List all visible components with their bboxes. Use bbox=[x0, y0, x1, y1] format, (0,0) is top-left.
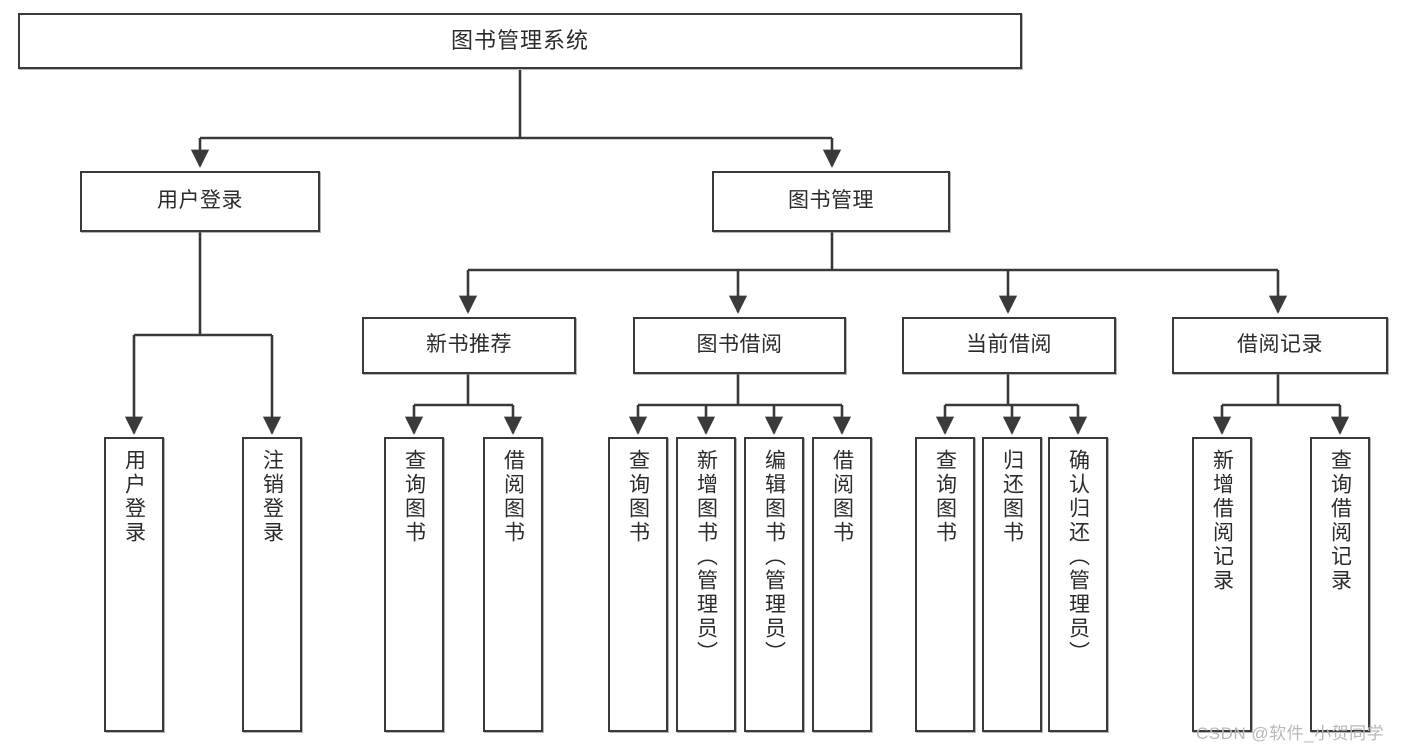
node-leaf-return-book[interactable]: 归还图书 bbox=[982, 437, 1042, 732]
node-leaf-borrow-book-2[interactable]: 借阅图书 bbox=[812, 437, 872, 732]
node-label: 借阅记录 bbox=[1237, 333, 1323, 357]
node-leaf-borrow-book-1[interactable]: 借阅图书 bbox=[483, 437, 543, 732]
node-leaf-query-book-2[interactable]: 查询图书 bbox=[608, 437, 668, 732]
node-label: 新书推荐 bbox=[426, 333, 512, 357]
node-book-borrow[interactable]: 图书借阅 bbox=[633, 317, 846, 374]
node-label: 用户登录 bbox=[122, 449, 146, 545]
node-label: 借阅图书 bbox=[830, 449, 854, 545]
node-book-manage[interactable]: 图书管理 bbox=[712, 171, 950, 232]
node-label: 归还图书 bbox=[1000, 449, 1024, 545]
node-label: 查询借阅记录 bbox=[1328, 449, 1352, 593]
node-leaf-user-login[interactable]: 用户登录 bbox=[104, 437, 164, 732]
node-leaf-add-record[interactable]: 新增借阅记录 bbox=[1192, 437, 1252, 732]
node-label: 当前借阅 bbox=[966, 333, 1052, 357]
node-leaf-logout[interactable]: 注销登录 bbox=[242, 437, 302, 732]
node-label: 新增借阅记录 bbox=[1210, 449, 1234, 593]
node-label: 查询图书 bbox=[626, 449, 650, 545]
node-label: 确认归还（管理员） bbox=[1066, 449, 1090, 665]
node-leaf-query-book-1[interactable]: 查询图书 bbox=[384, 437, 444, 732]
node-leaf-confirm-return[interactable]: 确认归还（管理员） bbox=[1048, 437, 1108, 732]
node-leaf-add-book[interactable]: 新增图书（管理员） bbox=[676, 437, 736, 732]
node-label: 查询图书 bbox=[402, 449, 426, 545]
node-user-login[interactable]: 用户登录 bbox=[80, 171, 320, 232]
node-new-book-recommend[interactable]: 新书推荐 bbox=[362, 317, 576, 374]
node-label: 新增图书（管理员） bbox=[694, 449, 718, 665]
node-label: 编辑图书（管理员） bbox=[762, 449, 786, 665]
node-label: 图书管理 bbox=[788, 189, 874, 213]
node-label: 查询图书 bbox=[933, 449, 957, 545]
node-label: 用户登录 bbox=[157, 189, 243, 213]
node-leaf-query-record[interactable]: 查询借阅记录 bbox=[1310, 437, 1370, 732]
node-leaf-query-book-3[interactable]: 查询图书 bbox=[915, 437, 975, 732]
node-leaf-edit-book[interactable]: 编辑图书（管理员） bbox=[744, 437, 804, 732]
node-label: 注销登录 bbox=[260, 449, 284, 545]
csdn-watermark: CSDN @软件_小贺同学 bbox=[1196, 724, 1385, 743]
node-current-borrow[interactable]: 当前借阅 bbox=[902, 317, 1116, 374]
node-borrow-record[interactable]: 借阅记录 bbox=[1172, 317, 1388, 374]
node-label: 图书借阅 bbox=[696, 333, 783, 357]
node-root-system[interactable]: 图书管理系统 bbox=[18, 13, 1022, 69]
node-label: 图书管理系统 bbox=[450, 28, 589, 54]
node-label: 借阅图书 bbox=[501, 449, 525, 545]
